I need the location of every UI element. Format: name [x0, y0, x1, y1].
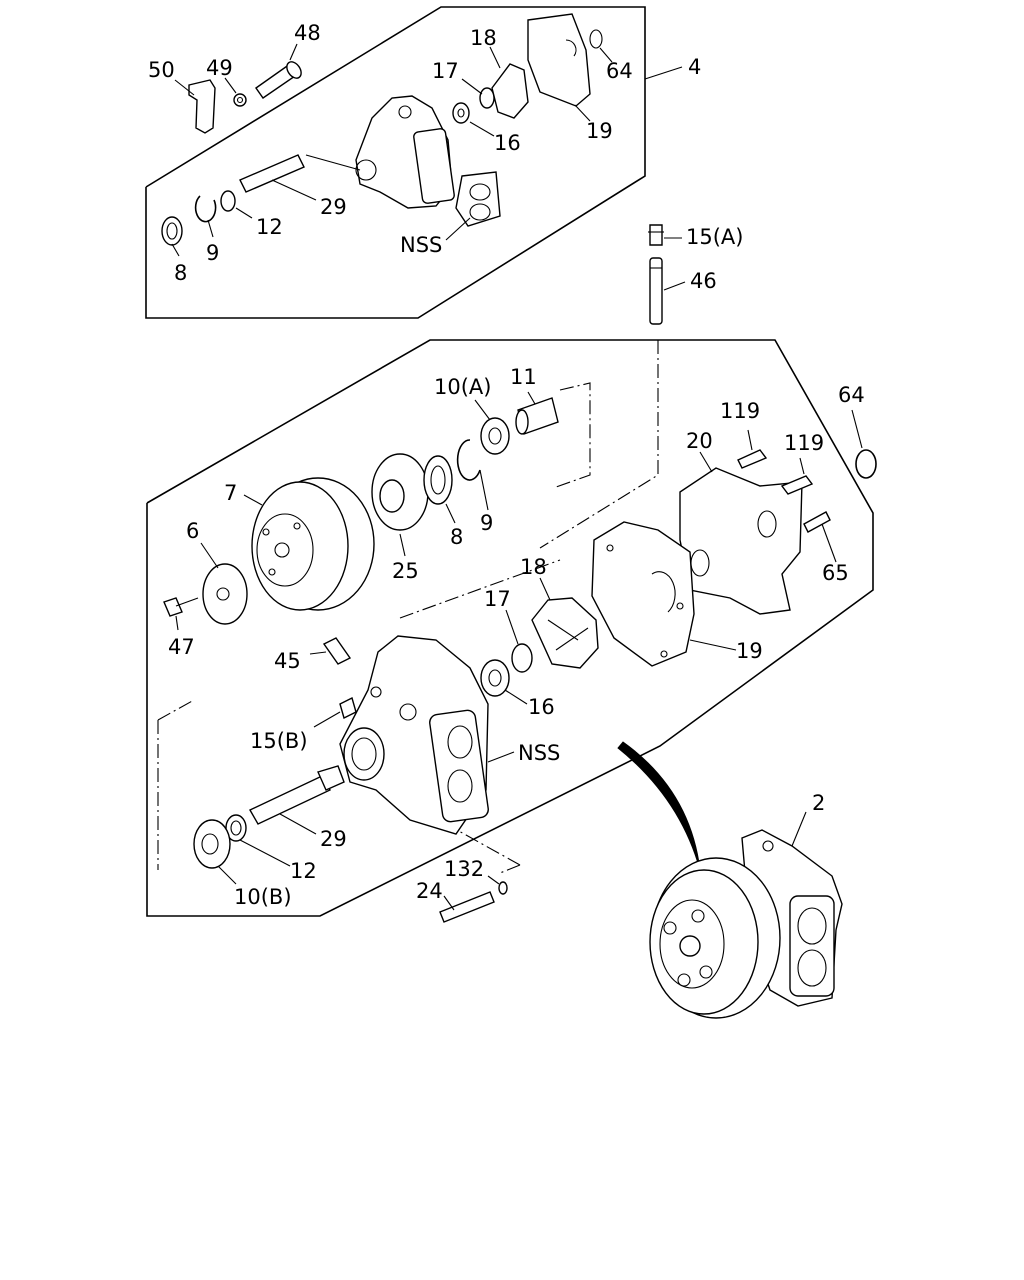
lower-frame — [146, 339, 874, 917]
upper-inset-frame — [145, 6, 646, 319]
inner-dash-line-1 — [555, 382, 591, 488]
pulley-7 — [243, 477, 375, 611]
callout-49: 49 — [206, 56, 233, 80]
callout-25: 25 — [392, 559, 419, 583]
callout-12-lower: 12 — [290, 859, 317, 883]
snap-ring-9-lower — [456, 439, 489, 511]
bearing-10a — [474, 399, 510, 455]
callout-nss-upper: NSS — [400, 233, 442, 257]
callout-12-upper: 12 — [256, 215, 283, 239]
callout-4: 4 — [688, 55, 701, 79]
callout-50: 50 — [148, 58, 175, 82]
callout-17-lower: 17 — [484, 587, 511, 611]
water-pump-assembly-2 — [649, 811, 843, 1019]
callout-19-upper: 19 — [586, 119, 613, 143]
shaft-29-lower — [249, 765, 345, 835]
callout-64-lower: 64 — [838, 383, 865, 407]
cover-plate-20 — [679, 451, 803, 615]
callout-29-lower: 29 — [320, 827, 347, 851]
hub-25 — [371, 453, 429, 557]
callout-2: 2 — [812, 791, 825, 815]
bearing-16-upper — [452, 102, 470, 124]
bearing-10b — [193, 819, 237, 885]
callout-10a: 10(A) — [434, 375, 491, 399]
stud-46 — [649, 257, 686, 325]
plug-15b — [313, 696, 357, 728]
bolt-65 — [803, 511, 837, 563]
upper-inset — [145, 6, 683, 319]
callout-119-b: 119 — [784, 431, 824, 455]
callout-24: 24 — [416, 879, 443, 903]
callout-18-upper: 18 — [470, 26, 497, 50]
callout-20: 20 — [686, 429, 713, 453]
bracket-50 — [188, 79, 216, 134]
seal-17-upper — [479, 87, 495, 109]
bolt-119-b — [780, 457, 814, 495]
seal-17-lower — [505, 609, 533, 673]
callout-48: 48 — [294, 21, 321, 45]
pump-housing-lower — [339, 635, 515, 835]
gasket-19-lower — [591, 521, 737, 667]
bolt-119-a — [737, 429, 768, 469]
stud-15a — [648, 224, 682, 246]
gasket-19-upper — [527, 13, 591, 107]
callout-16-lower: 16 — [528, 695, 555, 719]
callout-7: 7 — [224, 481, 237, 505]
shaft-29-upper — [239, 154, 305, 193]
callout-65: 65 — [822, 561, 849, 585]
callout-8-upper: 8 — [174, 261, 187, 285]
snap-ring-9-upper — [194, 195, 217, 223]
callout-9-upper: 9 — [206, 241, 219, 265]
callout-6: 6 — [186, 519, 199, 543]
callout-15a: 15(A) — [686, 225, 743, 249]
callout-132: 132 — [444, 857, 484, 881]
callout-15b: 15(B) — [250, 729, 308, 753]
pump-housing-upper — [355, 95, 455, 209]
bolt-24 — [439, 891, 495, 923]
seal-8-upper — [161, 216, 183, 246]
washer-49 — [233, 93, 247, 107]
callout-labels: 48 50 49 18 17 64 4 16 19 29 12 9 8 NSS … — [148, 21, 865, 909]
bearing-16-lower — [480, 659, 528, 705]
callout-16-upper: 16 — [494, 131, 521, 155]
callout-64-upper: 64 — [606, 59, 633, 83]
callout-8-lower: 8 — [450, 525, 463, 549]
washer-132 — [487, 875, 508, 895]
callout-47: 47 — [168, 635, 195, 659]
washer-12-lower — [225, 814, 291, 867]
washer-12-upper — [220, 190, 236, 212]
impeller-18-upper — [491, 63, 529, 119]
sleeve-11 — [515, 391, 559, 435]
seal-8-lower — [423, 455, 456, 524]
impeller-18-lower — [531, 577, 599, 669]
bolt-47 — [163, 597, 199, 631]
leader-4 — [644, 66, 683, 80]
callout-9-lower: 9 — [480, 511, 493, 535]
inner-dash-line-2 — [157, 699, 195, 870]
main-assembly-frame — [146, 339, 874, 917]
pipe-45 — [309, 637, 352, 665]
plate-6 — [200, 542, 248, 625]
callout-17-upper: 17 — [432, 59, 459, 83]
callout-10b: 10(B) — [234, 885, 292, 909]
callout-11: 11 — [510, 365, 537, 389]
o-ring-64-upper — [589, 29, 603, 49]
o-ring-64-lower — [851, 409, 877, 479]
callout-45: 45 — [274, 649, 301, 673]
inner-dash-line-4 — [539, 340, 659, 549]
callout-nss-lower: NSS — [518, 741, 560, 765]
callout-18-lower: 18 — [520, 555, 547, 579]
callout-29-upper: 29 — [320, 195, 347, 219]
callout-19-lower: 19 — [736, 639, 763, 663]
callout-119-a: 119 — [720, 399, 760, 423]
gasket-nss-upper — [455, 171, 501, 227]
callout-46: 46 — [690, 269, 717, 293]
